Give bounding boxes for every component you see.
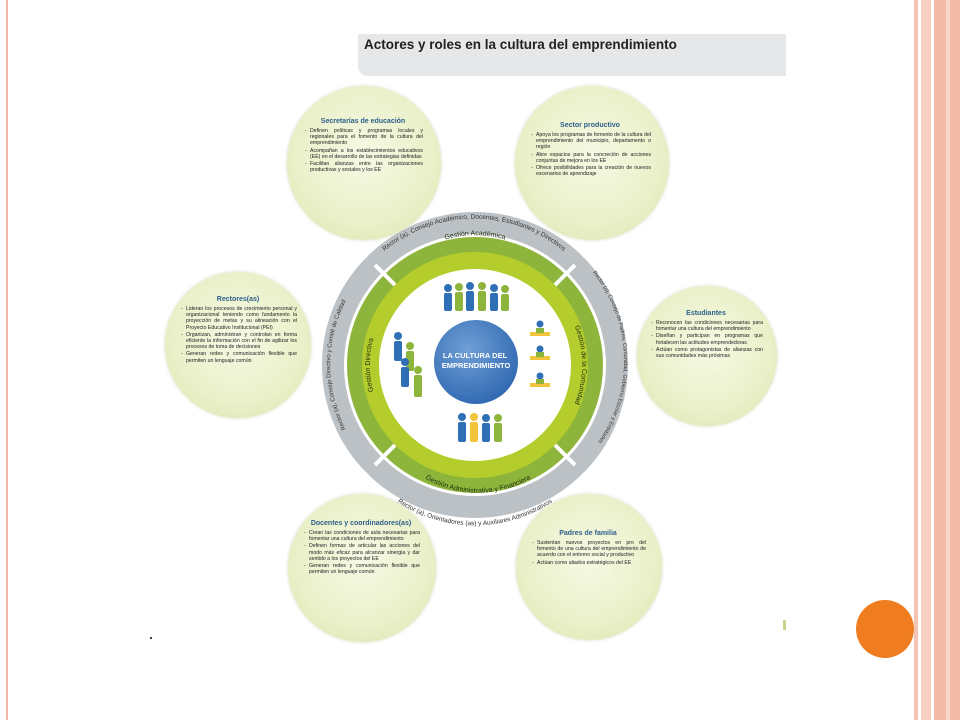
actor-role-item: Facilitan alianzas entre las organizacio… (305, 161, 423, 173)
stray-dot (150, 637, 152, 639)
actor-role-item: Crean las condiciones de aula necesarias… (304, 530, 420, 542)
actor-role-item: Ofrece posibilidades para la creación de… (531, 165, 651, 177)
actor-role-item: Diseñan y participan en programas que fo… (651, 333, 763, 345)
actor-sector-productivo: Sector productivo Apoya los programas de… (515, 86, 669, 240)
actor-role-item: Actúan como aliados estratégicos del EE (532, 560, 646, 566)
actor-role-item: Definen políticas y programas locales y … (305, 128, 423, 147)
actor-docentes-coordinadores: Docentes y coordinadores(as) Crean las c… (288, 494, 436, 642)
center-circle (434, 320, 518, 404)
actor-roles-list: Crean las condiciones de aula necesarias… (302, 530, 420, 575)
actor-title: Padres de familia (559, 530, 617, 537)
actor-title: Secretarías de educación (320, 118, 406, 125)
actor-roles-list: Apoya los programas de fomento de la cul… (529, 132, 651, 177)
actor-role-item: Abre espacios para la concreción de acci… (531, 152, 651, 164)
slide-frame-right-stripe (946, 0, 950, 720)
actor-role-item: Actúan como protagonistas de alianzas co… (651, 347, 763, 359)
slide-frame-right-stripe (921, 0, 931, 720)
actor-roles-list: Lideran los procesos de crecimiento pers… (179, 306, 297, 364)
actor-title: Docentes y coordinadores(as) (310, 520, 412, 527)
actor-role-item: Lideran los procesos de crecimiento pers… (181, 306, 297, 331)
actor-rectores: Rectores(as) Lideran los procesos de cre… (165, 272, 311, 418)
classroom-right-icon (530, 320, 550, 387)
svg-text:Gestión Académica: Gestión Académica (444, 230, 507, 241)
actor-roles-list: Reconocen las condiciones necesarias par… (649, 320, 763, 359)
actor-role-item: Acompañan a los establecimientos educati… (305, 148, 423, 160)
ring-label-directiva: Gestión Directiva (365, 337, 375, 392)
actor-role-item: Definen formas de articular las acciones… (304, 543, 420, 562)
actor-title: Sector productivo (560, 122, 620, 129)
actor-title: Rectores(as) (216, 296, 260, 303)
people-group-top-icon (444, 282, 509, 311)
center-label: LA CULTURA DEL EMPRENDIMIENTO (442, 351, 511, 370)
actor-role-item: Generan redes y comunicación flexible qu… (304, 563, 420, 575)
people-group-left-icon (394, 332, 422, 397)
actor-role-item: Organizan, administran y controlan en fo… (181, 332, 297, 351)
actor-role-item: Generan redes y comunicación flexible qu… (181, 351, 297, 363)
svg-text:Gestión Directiva: Gestión Directiva (365, 337, 375, 392)
actor-estudiantes: Estudiantes Reconocen las condiciones ne… (637, 286, 777, 426)
people-group-bottom-icon (458, 413, 502, 442)
actor-padres-familia: Padres de familia Sustentan nuevos proye… (516, 494, 662, 640)
ring-label-academica: Gestión Académica (444, 230, 507, 241)
actor-roles-list: Sustentan nuevos proyectos en pro del fo… (530, 540, 646, 566)
actor-role-item: Reconocen las condiciones necesarias par… (651, 320, 763, 332)
actor-secretarias-educacion: Secretarías de educación Definen polític… (287, 86, 441, 240)
actor-role-item: Sustentan nuevos proyectos en pro del fo… (532, 540, 646, 559)
actor-roles-list: Definen políticas y programas locales y … (303, 128, 423, 173)
figure-header: Actores y roles en la cultura del empren… (358, 34, 786, 76)
actor-role-item: Apoya los programas de fomento de la cul… (531, 132, 651, 151)
orange-accent-dot (856, 600, 914, 658)
figure-title: Actores y roles en la cultura del empren… (364, 37, 677, 52)
figure-edge-mark (783, 620, 786, 630)
slide-frame-left (6, 0, 8, 720)
actor-title: Estudiantes (686, 310, 726, 317)
slide-frame-right-stripe (914, 0, 918, 720)
